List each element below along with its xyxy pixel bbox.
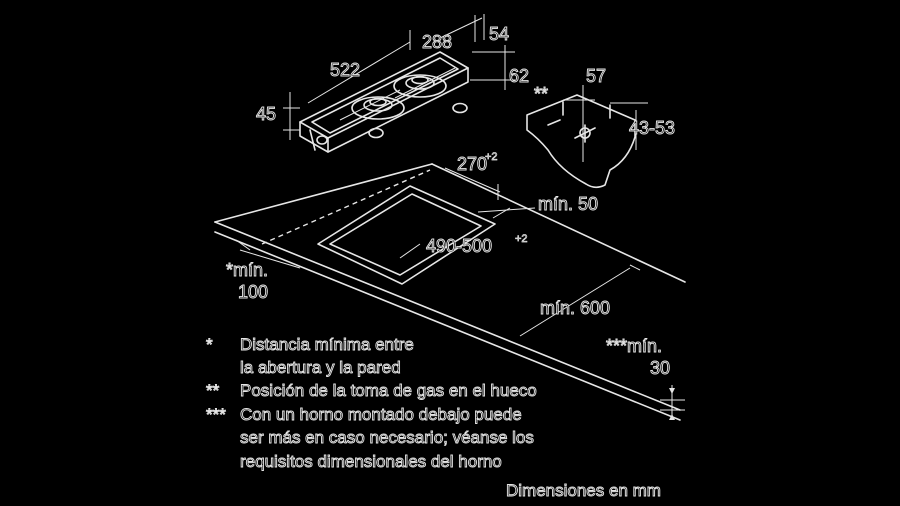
note-text: ser más en caso necesario; véanse los (240, 428, 534, 447)
dim-min-30-value: 30 (650, 358, 670, 378)
dim-522: 522 (330, 60, 360, 80)
gas-inlet-icon (574, 124, 596, 143)
dim-57: 57 (586, 66, 606, 86)
note-text: Con un horno montado debajo puede (240, 405, 522, 424)
knob-icon (316, 102, 468, 145)
dim-43-53: 43-53 (629, 118, 675, 138)
dim-288: 288 (422, 32, 452, 52)
dim-min-30-label: ***mín. (606, 336, 662, 356)
dim-min-100-value: 100 (238, 282, 268, 302)
burner-icon (393, 74, 447, 98)
burner-icon (351, 96, 405, 120)
dim-490-500: 490-500 (426, 236, 492, 256)
note-mark: ** (206, 381, 220, 400)
gas-hob-drawing (283, 14, 515, 153)
note-mark: * (206, 335, 213, 354)
gas-position-marker: ** (534, 84, 548, 104)
note-text: Posición de la toma de gas en el hueco (240, 381, 537, 400)
dim-270: 270 (457, 154, 487, 174)
countertop-cutout-drawing (214, 163, 686, 421)
footnotes: * Distancia mínima entre la abertura y l… (206, 335, 662, 501)
note-text: requisitos dimensionales del horno (240, 452, 502, 471)
dim-min-50: mín. 50 (538, 194, 598, 214)
note-text: la abertura y la pared (240, 358, 401, 377)
units-note: Dimensiones en mm (506, 481, 661, 500)
dim-62: 62 (509, 66, 529, 86)
dim-490-500-tolerance: +2 (515, 233, 528, 245)
gas-connection-detail (526, 85, 648, 189)
note-mark: *** (206, 405, 226, 424)
dim-45: 45 (256, 104, 276, 124)
dim-min-600: mín. 600 (540, 298, 610, 318)
dim-min-100-label: *mín. (226, 260, 268, 280)
dim-54: 54 (489, 24, 509, 44)
note-text: Distancia mínima entre (240, 335, 414, 354)
dim-270-tolerance: +2 (485, 151, 498, 163)
